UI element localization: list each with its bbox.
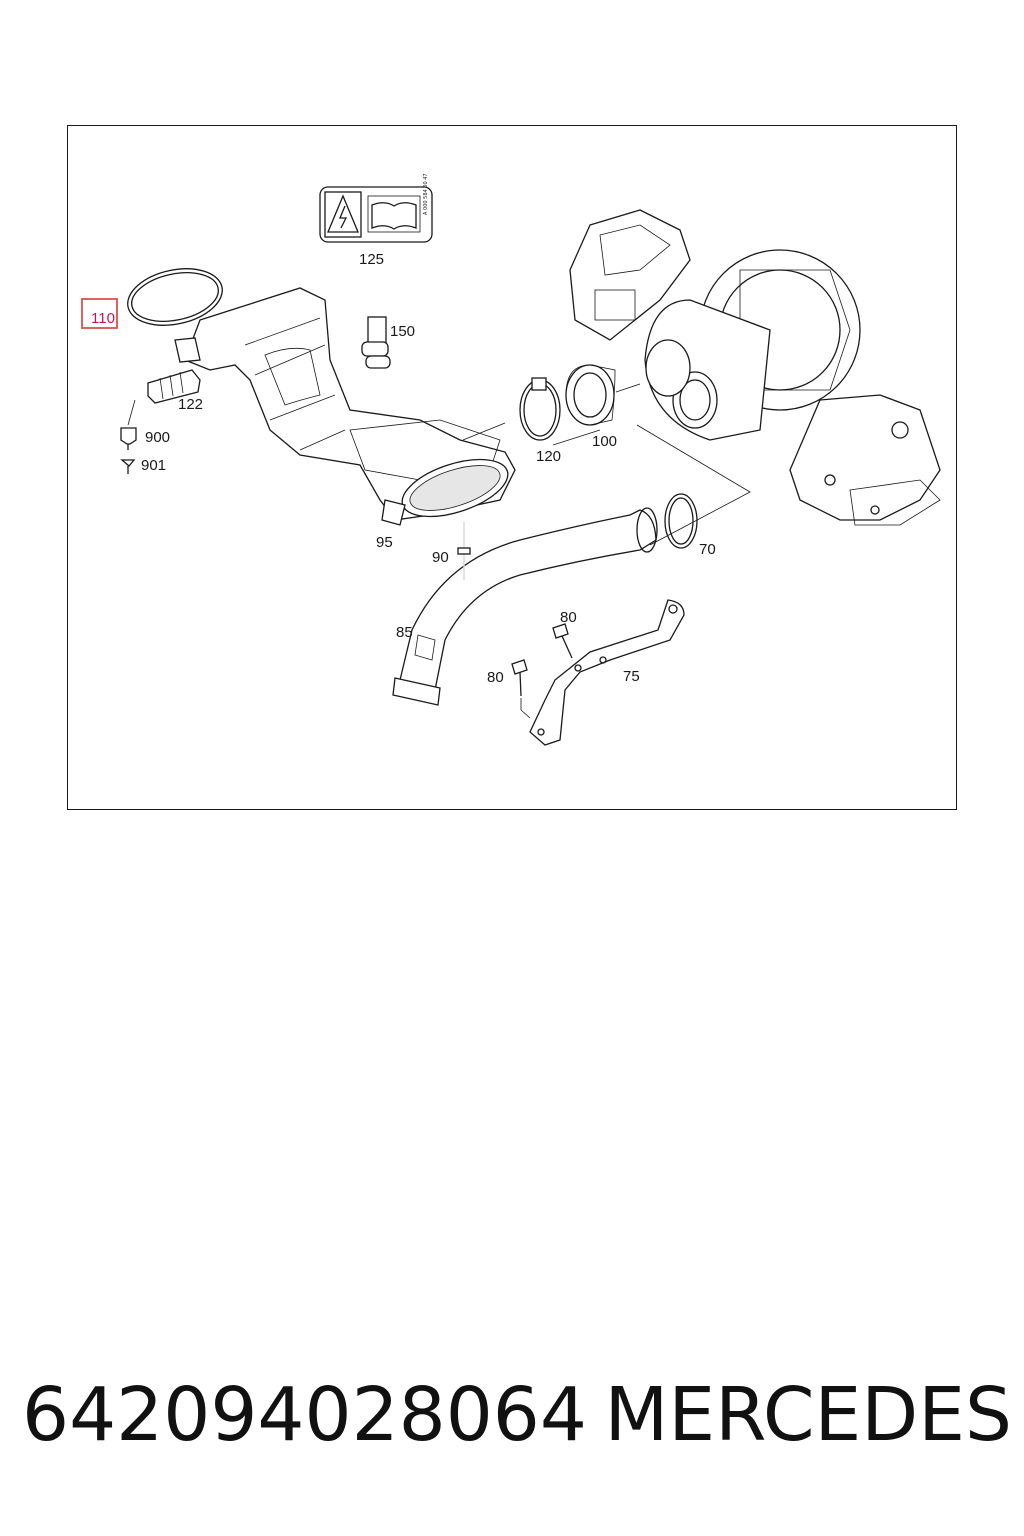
callout-110[interactable]: 110 [91, 310, 115, 327]
screw-900 [120, 427, 137, 450]
highlight-box [81, 298, 118, 329]
bolt-80-upper [552, 623, 573, 659]
callout-150[interactable]: 150 [390, 323, 415, 340]
callout-75[interactable]: 75 [623, 668, 640, 685]
stud-bolt [457, 522, 471, 580]
hose-clamp [519, 377, 561, 441]
callout-70[interactable]: 70 [699, 541, 716, 558]
sticker-label: A 000 584 00 47 [423, 173, 429, 215]
caption: 642094028064 MERCEDES [22, 1372, 1012, 1458]
warning-sticker: A 000 584 00 47 [319, 173, 433, 243]
mass-air-sensor [147, 369, 201, 404]
screw-901 [120, 459, 136, 474]
callout-85[interactable]: 85 [396, 624, 413, 641]
intake-duct [174, 287, 516, 526]
callout-120[interactable]: 120 [536, 448, 561, 465]
part-number: 642094028064 [22, 1372, 587, 1458]
callout-900[interactable]: 900 [145, 429, 170, 446]
callout-95[interactable]: 95 [376, 534, 393, 551]
pressure-sensor [361, 316, 391, 369]
callout-80-upper[interactable]: 80 [560, 609, 577, 626]
pipe [392, 507, 658, 706]
bolt-80-lower [511, 659, 531, 719]
callout-125[interactable]: 125 [359, 251, 384, 268]
o-ring [664, 493, 698, 549]
seal-ring [127, 268, 223, 326]
callout-100[interactable]: 100 [592, 433, 617, 450]
turbocharger [569, 209, 941, 526]
callout-122[interactable]: 122 [178, 396, 203, 413]
callout-80-lower[interactable]: 80 [487, 669, 504, 686]
brand-name: MERCEDES [604, 1372, 1012, 1458]
coupling-ring [565, 364, 616, 426]
diagram-frame [67, 125, 957, 810]
callout-90[interactable]: 90 [432, 549, 449, 566]
callout-901[interactable]: 901 [141, 457, 166, 474]
bracket [529, 599, 685, 746]
